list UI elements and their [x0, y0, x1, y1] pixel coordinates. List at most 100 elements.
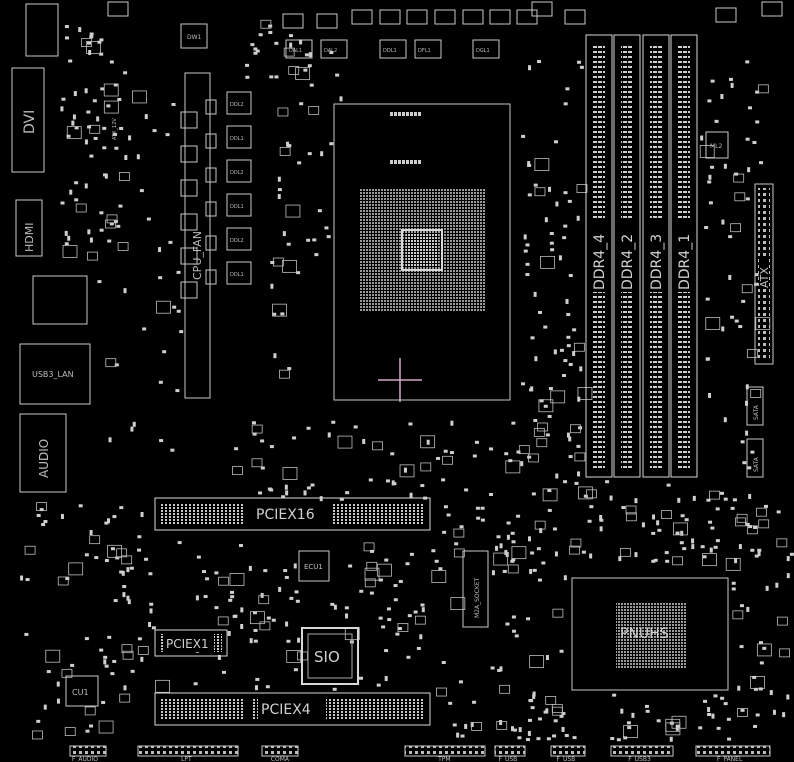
smd-pad	[101, 700, 106, 704]
smd-pad	[104, 521, 109, 525]
smd-pad	[269, 445, 274, 449]
smd-pad	[402, 160, 405, 164]
smd-pad	[65, 577, 70, 581]
fan-header	[489, 9, 511, 25]
smd-pad	[691, 544, 695, 550]
inductor-label: DAL1	[289, 48, 302, 54]
smd-pad	[390, 160, 393, 164]
smd-pad	[563, 191, 568, 195]
smd-pad	[137, 637, 142, 641]
smd-pad	[530, 551, 535, 555]
smd-component	[776, 616, 788, 626]
smd-pad	[517, 736, 522, 740]
smd-pad	[359, 676, 364, 680]
smd-pad	[563, 575, 567, 581]
smd-pad	[675, 725, 679, 731]
smd-component	[282, 259, 297, 273]
smd-pad	[252, 611, 257, 615]
smd-pad	[214, 606, 219, 610]
smd-pad	[460, 734, 465, 738]
smd-component	[118, 172, 130, 181]
smd-pad	[331, 420, 336, 424]
smd-component	[537, 422, 548, 432]
smd-pad	[442, 530, 447, 534]
smd-pad	[353, 425, 358, 429]
smd-pad	[406, 655, 411, 659]
smd-component	[279, 369, 290, 379]
smd-pad	[67, 235, 71, 241]
smd-pad	[283, 569, 288, 573]
smd-pad	[99, 648, 104, 652]
smd-component	[217, 616, 229, 626]
smd-pad	[490, 666, 495, 670]
smd-pad	[734, 319, 739, 323]
smd-pad	[543, 404, 548, 408]
smd-pad	[137, 548, 142, 552]
smd-pad	[414, 160, 417, 164]
smd-pad	[245, 75, 250, 79]
smd-pad	[260, 466, 265, 470]
pin-header	[137, 745, 239, 757]
mosfet	[180, 145, 198, 163]
smd-pad	[249, 638, 253, 644]
smd-pad	[488, 493, 493, 497]
smd-pad	[93, 136, 98, 140]
smd-component	[232, 466, 243, 476]
smd-pad	[418, 112, 421, 116]
smd-pad	[528, 65, 532, 71]
smd-pad	[99, 52, 104, 56]
smd-pad	[25, 578, 30, 582]
smd-pad	[240, 623, 244, 629]
smd-pad	[324, 226, 329, 230]
mosfet	[205, 235, 217, 251]
smd-pad	[420, 603, 425, 607]
smd-component	[308, 106, 320, 115]
pin-header	[695, 745, 771, 757]
smd-component	[736, 513, 748, 523]
smd-pad	[579, 65, 584, 69]
smd-component	[550, 390, 566, 404]
smd-pad	[416, 646, 421, 650]
smd-pad	[746, 606, 750, 612]
smd-component	[673, 522, 688, 536]
smd-pad	[96, 116, 100, 122]
smd-pad	[634, 498, 638, 504]
smd-pad	[558, 255, 562, 261]
smd-pad	[392, 482, 397, 486]
sio-label: SIO	[314, 648, 340, 666]
smd-pad	[599, 514, 603, 520]
smd-pad	[480, 518, 485, 522]
smd-pad	[599, 526, 603, 532]
smd-pad	[448, 701, 453, 705]
smd-component	[625, 505, 637, 515]
smd-pad	[559, 714, 564, 718]
smd-pad	[286, 242, 291, 246]
fan-header	[531, 1, 553, 17]
smd-pad	[270, 283, 274, 289]
smd-component	[533, 427, 545, 437]
smd-pad	[527, 536, 531, 542]
smd-pad	[576, 444, 581, 448]
smd-pad	[335, 73, 340, 77]
smd-pad	[307, 64, 312, 68]
smd-pad	[707, 99, 712, 103]
smd-pad	[344, 606, 349, 610]
smd-pad	[537, 310, 542, 314]
smd-pad	[87, 229, 91, 235]
smd-pad	[545, 655, 549, 661]
smd-pad	[776, 510, 781, 514]
smd-pad	[84, 183, 88, 189]
smd-pad	[568, 274, 573, 278]
smd-component	[364, 567, 380, 581]
smd-pad	[297, 161, 302, 165]
smd-pad	[308, 52, 312, 58]
smd-pad	[438, 567, 443, 571]
smd-pad	[656, 520, 660, 526]
smd-pad	[89, 32, 94, 36]
smd-pad	[702, 555, 707, 559]
smd-pad	[543, 325, 548, 329]
smd-component	[511, 546, 527, 560]
smd-pad	[730, 82, 734, 88]
mosfet	[205, 201, 217, 217]
smd-pad	[176, 270, 181, 274]
